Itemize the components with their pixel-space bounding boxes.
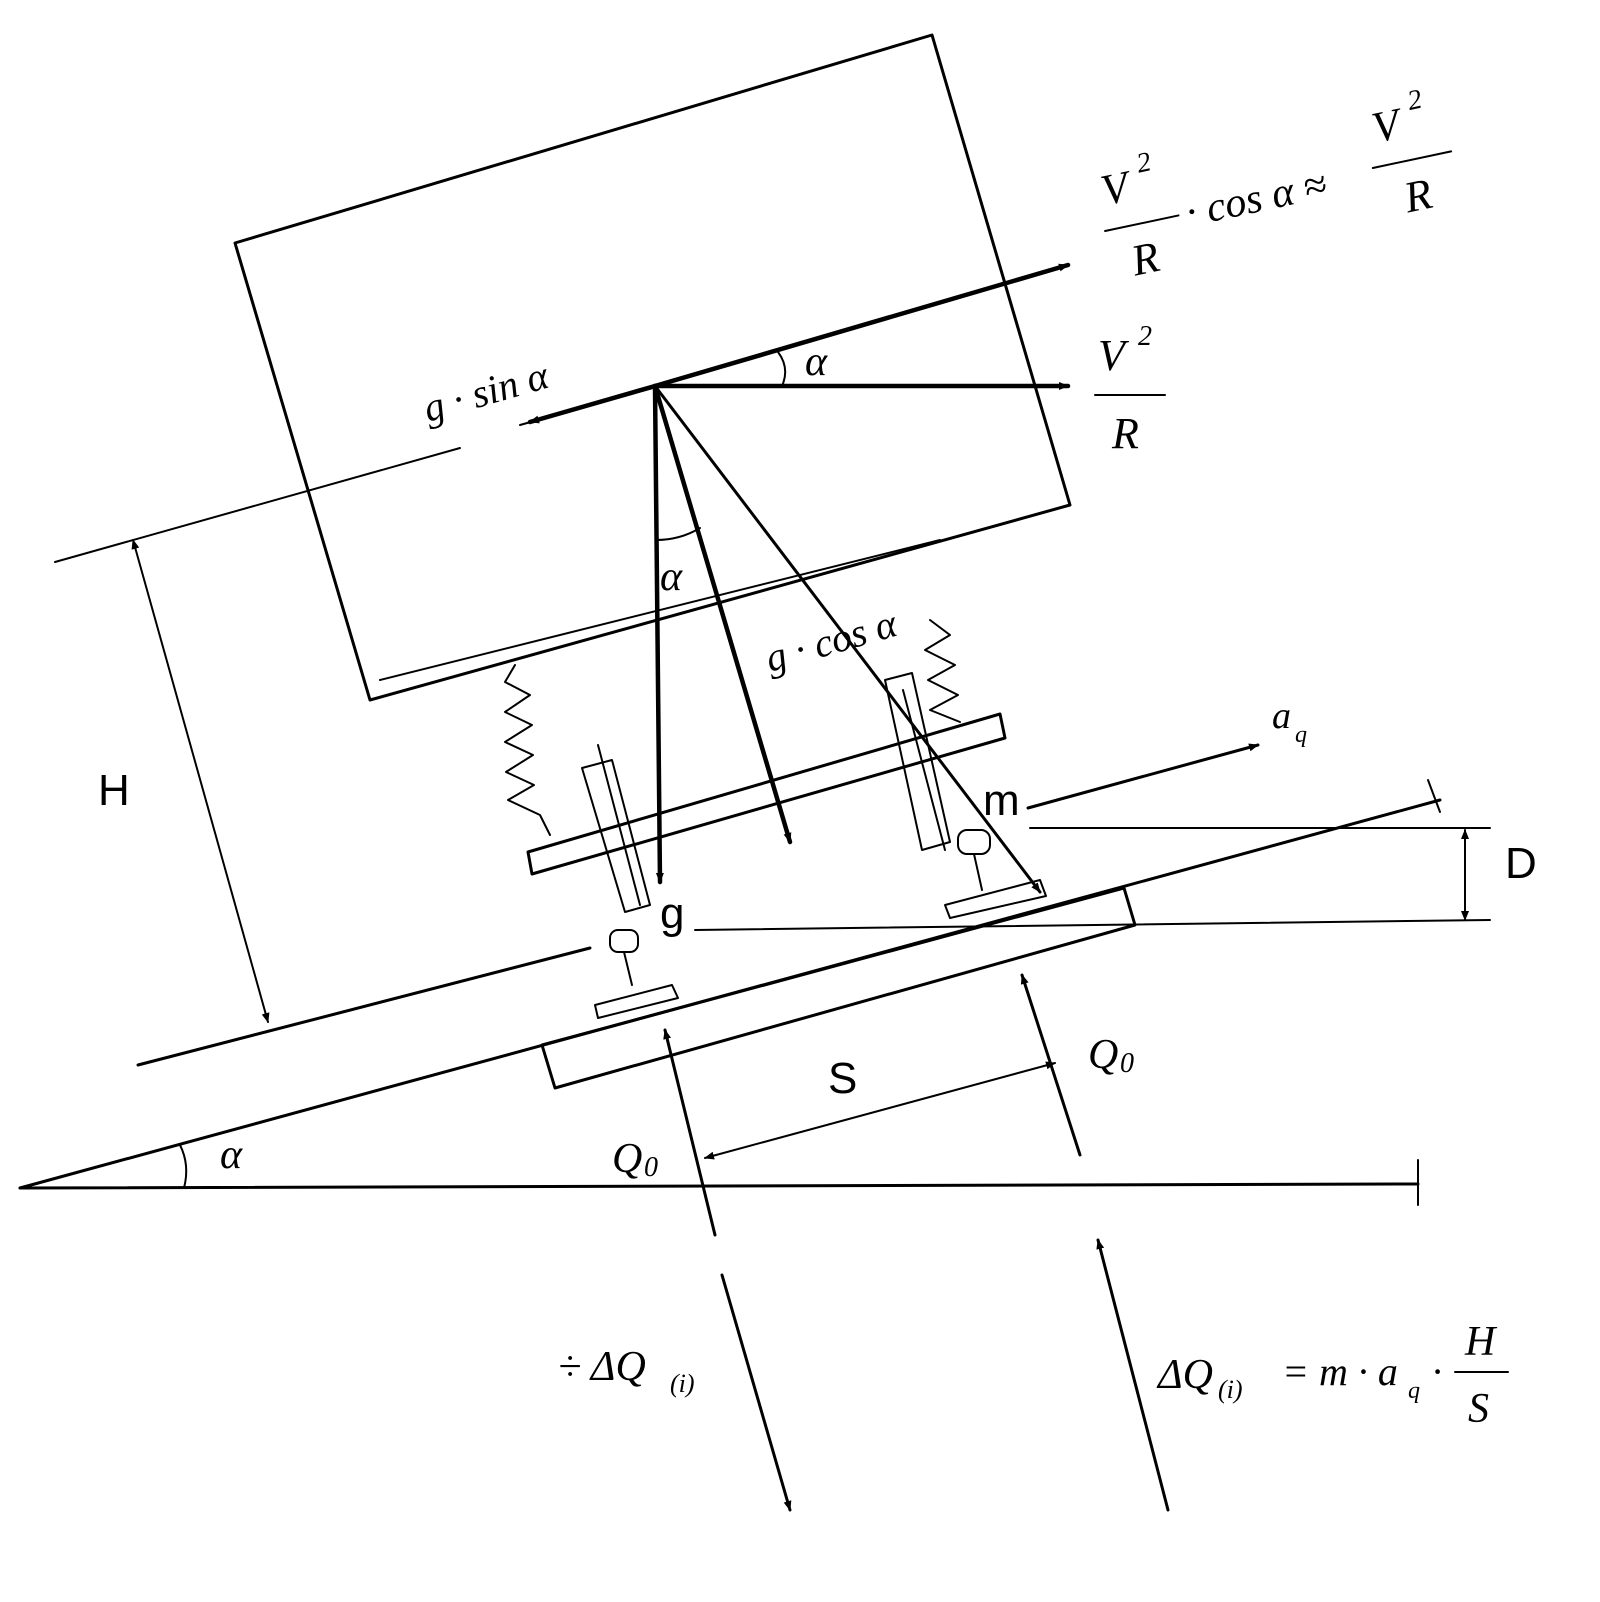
label-g-cos: g · cos α: [760, 600, 902, 681]
label-q0-right: Q: [1088, 1032, 1118, 1078]
alpha-arc-mid: [655, 527, 701, 541]
eq2-rhs-sub: q: [1408, 1378, 1420, 1404]
eq1-num: V: [1097, 161, 1138, 216]
wheel-frame-left: [581, 759, 651, 913]
force-g-cos: [652, 383, 793, 845]
label-alpha-ground: α: [220, 1132, 243, 1178]
force-g-sin: [527, 383, 658, 425]
v2r-den: R: [1111, 409, 1139, 458]
v2r-num-sq: 2: [1138, 321, 1152, 352]
incline-end-tick: [1427, 779, 1441, 813]
rail-left: [594, 929, 679, 1019]
dq-pos-arrow: [1096, 1238, 1170, 1512]
force-resultant: [653, 384, 1042, 894]
v2r-num: V: [1098, 331, 1130, 380]
equation-v2r-cos: V 2 R · cos α ≈ V 2 R: [1097, 84, 1453, 286]
dq-neg-arrow: [720, 1273, 792, 1512]
eq1-den2: R: [1399, 169, 1437, 223]
label-d: D: [1505, 839, 1537, 888]
axle-bar: [526, 712, 1007, 876]
wheel-frame-right-inner: [902, 689, 946, 851]
eq2-rhs: = m · a: [1282, 1349, 1398, 1394]
car-body: [233, 33, 1072, 702]
wheel-frame-left-inner: [597, 744, 641, 906]
label-q0-left-sub: 0: [644, 1152, 658, 1183]
alpha-arc-top: [777, 351, 787, 387]
base-line: [136, 946, 592, 1067]
eq2-lhs: ΔQ: [1156, 1352, 1213, 1398]
ground-line: [18, 1182, 1420, 1190]
spring-left: [504, 664, 551, 836]
cg-axis-line: [54, 447, 461, 563]
eq1-num2-sq: 2: [1405, 84, 1425, 117]
eq2-frac-den: S: [1468, 1386, 1489, 1432]
label-aq-sub: q: [1295, 722, 1307, 748]
label-q0-left: Q: [612, 1136, 642, 1182]
label-dq-neg-sub: (i): [670, 1369, 695, 1398]
label-q0-right-sub: 0: [1120, 1048, 1134, 1079]
eq2-lhs-sub: (i): [1218, 1375, 1243, 1404]
label-alpha-mid: α: [660, 554, 683, 600]
h-dimension-line: [131, 539, 270, 1023]
eq1-mid: · cos α ≈: [1182, 162, 1332, 237]
eq1-den: R: [1126, 232, 1164, 286]
label-g: g: [660, 889, 684, 938]
eq2-frac-num: H: [1464, 1319, 1498, 1365]
s-dimension-line: [704, 1061, 1056, 1160]
q0-left-arrow: [663, 1028, 717, 1237]
lower-body-axis: [379, 539, 941, 681]
label-alpha-top: α: [805, 339, 828, 385]
label-s: S: [828, 1054, 857, 1103]
eq1-num2: V: [1368, 98, 1409, 153]
force-aq: [1026, 743, 1260, 810]
label-dq-neg: ÷ ΔQ: [558, 1344, 646, 1390]
force-v2r-cos: [652, 262, 1071, 389]
spring-right: [924, 619, 961, 723]
equation-dq: ΔQ (i) = m · a q · H S: [1156, 1319, 1509, 1432]
force-g: [652, 383, 664, 885]
label-aq: a: [1272, 695, 1291, 737]
wheel-frame-right: [884, 672, 951, 851]
label-h: H: [98, 766, 130, 815]
eq1-num-sq: 2: [1134, 146, 1154, 179]
d-line-lower: [694, 919, 1491, 931]
eq2-dot: ·: [1432, 1349, 1442, 1394]
fraction-v2r: V 2 R: [1094, 321, 1166, 458]
alpha-arc-ground: [179, 1144, 188, 1189]
label-m: m: [983, 776, 1020, 825]
rail-right: [944, 829, 1047, 919]
